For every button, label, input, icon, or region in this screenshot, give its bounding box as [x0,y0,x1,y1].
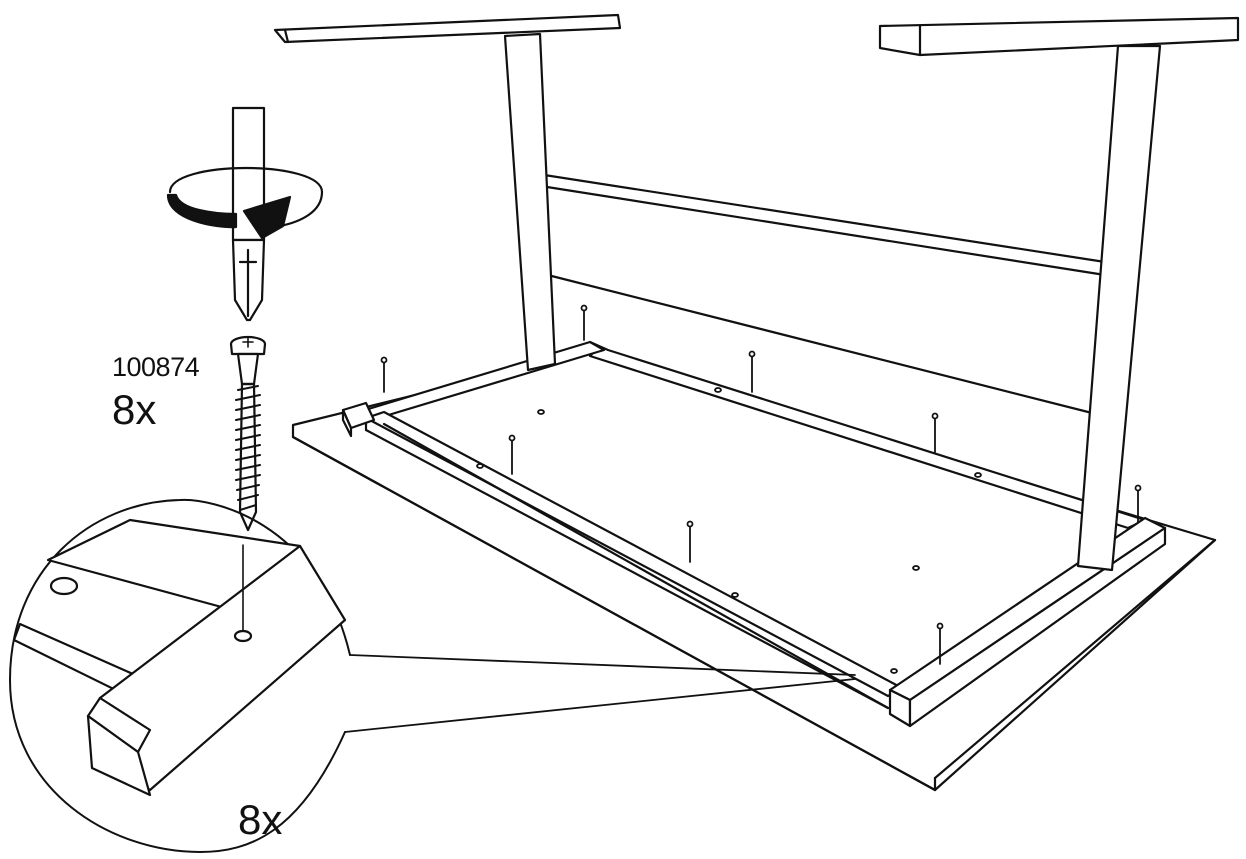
leg-left [503,32,557,372]
clockwise-rotation-arrow-icon [166,167,324,240]
screw-quantity-label: 8x [112,386,157,433]
phillips-screwdriver-icon [231,106,266,322]
frame-screws [380,304,1142,674]
leg-right [1076,44,1162,572]
wood-screw-icon [229,335,267,532]
detail-quantity-label: 8x [238,796,283,843]
table-frame [273,13,1240,792]
part-number-label: 100874 [112,352,200,382]
detail-magnifier [9,498,856,853]
